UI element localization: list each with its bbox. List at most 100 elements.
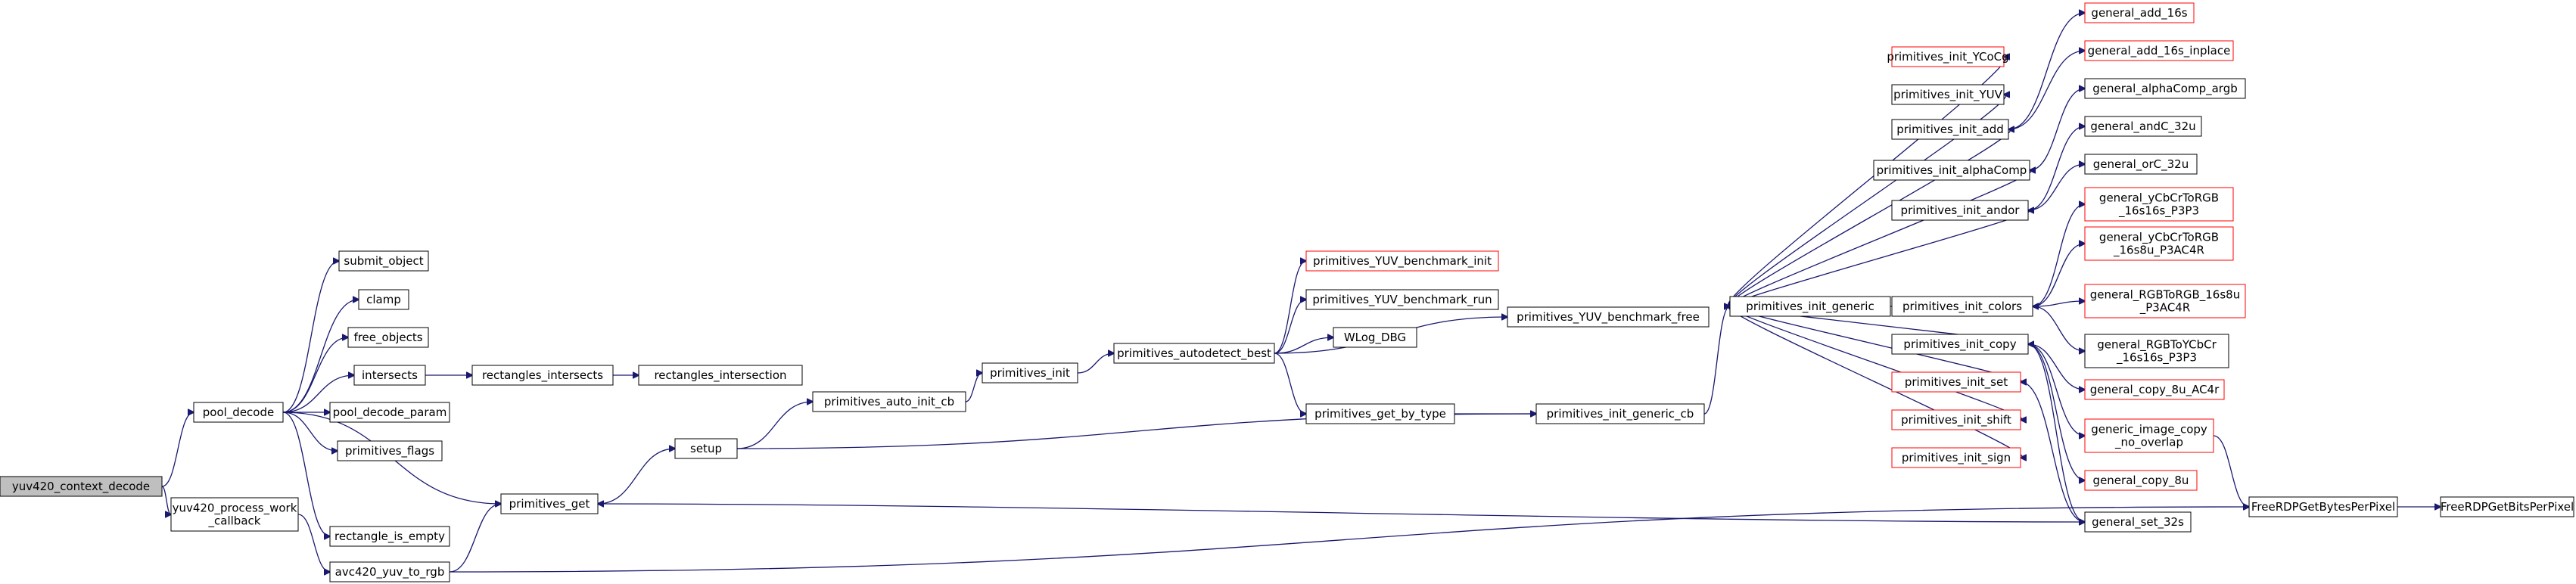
node-generic-image-copy-no-overlap-label: _no_overlap <box>2114 436 2183 450</box>
node-primitives-init-yuv[interactable]: primitives_init_YUV <box>1891 84 2005 105</box>
node-primitives-get-by-type[interactable]: primitives_get_by_type <box>1305 403 1455 424</box>
node-rectangles-intersection-box <box>638 365 803 386</box>
node-pool-decode[interactable]: pool_decode <box>193 402 284 423</box>
node-yuv420-context-decode-box <box>0 476 163 497</box>
node-freerdpgetbitsperpixel[interactable]: FreeRDPGetBitsPerPixel <box>2440 496 2574 517</box>
node-free-objects[interactable]: free_objects <box>347 327 429 348</box>
node-freerdpgetbytesperpixel-box <box>2248 496 2398 517</box>
edge-yuv420-process-work-callback-to-avc420-yuv-to-rgb <box>297 514 330 572</box>
node-general-rgbtoycbcr-16s16s-p3p3-label: _16s16s_P3P3 <box>2116 351 2197 365</box>
edge-primitives-autodetect-best-to-primitives-yuv-benchmark-run <box>1274 300 1306 354</box>
node-general-ycbcrtorgb-16s16s-p3p3-label: general_yCbCrToRGB <box>2099 191 2219 206</box>
edge-primitives-get-to-setup <box>597 449 675 505</box>
node-general-orc-32u[interactable]: general_orC_32u <box>2084 154 2198 175</box>
node-intersects-label: intersects <box>362 368 418 382</box>
node-wlog-dbg[interactable]: WLog_DBG <box>1333 327 1417 348</box>
node-primitives-init-copy[interactable]: primitives_init_copy <box>1891 334 2029 355</box>
node-primitives-auto-init-cb[interactable]: primitives_auto_init_cb <box>812 391 966 412</box>
node-general-copy-8u[interactable]: general_copy_8u <box>2084 470 2198 491</box>
node-rectangle-is-empty[interactable]: rectangle_is_empty <box>329 526 450 547</box>
node-general-alphacomp-argb[interactable]: general_alphaComp_argb <box>2084 78 2246 99</box>
node-primitives-init-yuv-box <box>1891 84 2005 105</box>
node-avc420-yuv-to-rgb-box <box>329 561 450 582</box>
node-rectangles-intersection[interactable]: rectangles_intersection <box>638 365 803 386</box>
node-primitives-init-alphacomp[interactable]: primitives_init_alphaComp <box>1873 160 2030 181</box>
node-general-copy-8u-ac4r[interactable]: general_copy_8u_AC4r <box>2084 379 2225 400</box>
node-primitives-flags-box <box>337 440 443 461</box>
edge-primitives-init-to-primitives-autodetect-best <box>1077 353 1114 374</box>
node-primitives-init-generic[interactable]: primitives_init_generic <box>1729 296 1891 317</box>
node-primitives-init-shift-box <box>1891 409 2021 430</box>
edge-setup-to-primitives-auto-init-cb <box>736 402 813 449</box>
node-primitives-flags[interactable]: primitives_flags <box>337 440 443 461</box>
node-general-orc-32u-label: general_orC_32u <box>2093 157 2189 172</box>
node-pool-decode-param[interactable]: pool_decode_param <box>329 402 450 423</box>
node-primitives-autodetect-best[interactable]: primitives_autodetect_best <box>1113 343 1275 364</box>
node-primitives-init-colors[interactable]: primitives_init_colors <box>1891 296 2033 317</box>
node-primitives-init-shift-label: primitives_init_shift <box>1901 413 2011 427</box>
node-general-copy-8u-box <box>2084 470 2198 491</box>
node-intersects[interactable]: intersects <box>353 365 426 386</box>
node-primitives-init-set-label: primitives_init_set <box>1905 375 2008 390</box>
node-general-copy-8u-ac4r-box <box>2084 379 2225 400</box>
edge-primitives-init-generic-to-primitives-init-yuv <box>1727 95 2005 307</box>
node-primitives-yuv-benchmark-run[interactable]: primitives_YUV_benchmark_run <box>1305 289 1499 310</box>
node-primitives-init-ycocg-label: primitives_init_YCoCg <box>1887 50 2008 64</box>
node-general-add-16s-inplace[interactable]: general_add_16s_inplace <box>2084 40 2234 61</box>
node-primitives-flags-label: primitives_flags <box>345 444 434 458</box>
node-primitives-get[interactable]: primitives_get <box>500 493 599 514</box>
node-freerdpgetbitsperpixel-label: FreeRDPGetBitsPerPixel <box>2441 500 2574 514</box>
node-primitives-init-box <box>982 362 1078 384</box>
node-submit-object[interactable]: submit_object <box>338 250 429 272</box>
node-general-rgbtorgb-16s8u-p3ac4r[interactable]: general_RGBToRGB_16s8u_P3AC4R <box>2084 284 2246 318</box>
node-primitives-init[interactable]: primitives_init <box>982 362 1078 384</box>
node-setup[interactable]: setup <box>674 438 738 459</box>
edge-general-set-32s-to-primitives-get <box>598 504 2086 523</box>
node-primitives-init-sign-box <box>1891 447 2021 468</box>
node-wlog-dbg-label: WLog_DBG <box>1344 331 1406 345</box>
node-rectangles-intersects[interactable]: rectangles_intersects <box>471 365 614 386</box>
node-general-ycbcrtorgb-16s8u-p3ac4r[interactable]: general_yCbCrToRGB_16s8u_P3AC4R <box>2084 226 2234 261</box>
edge-primitives-init-generic-to-primitives-init-ycocg <box>1727 57 2005 307</box>
node-setup-box <box>674 438 738 459</box>
node-primitives-init-colors-label: primitives_init_colors <box>1902 300 2022 314</box>
node-primitives-init-set[interactable]: primitives_init_set <box>1891 371 2021 393</box>
node-yuv420-context-decode[interactable]: yuv420_context_decode <box>0 476 163 497</box>
node-yuv420-process-work-callback[interactable]: yuv420_process_work_callback <box>170 497 299 532</box>
node-primitives-init-generic-box <box>1729 296 1891 317</box>
edge-primitives-init-colors-to-general-rgbtoycbcr-16s16s-p3p3 <box>2032 306 2085 351</box>
node-primitives-init-andor[interactable]: primitives_init_andor <box>1891 200 2029 221</box>
node-general-rgbtorgb-16s8u-p3ac4r-box <box>2084 284 2246 318</box>
node-primitives-init-ycocg[interactable]: primitives_init_YCoCg <box>1887 46 2009 67</box>
node-freerdpgetbitsperpixel-box <box>2440 496 2574 517</box>
edge-primitives-init-generic-to-primitives-init-andor <box>1727 210 2030 307</box>
node-clamp[interactable]: clamp <box>358 289 409 310</box>
node-primitives-yuv-benchmark-run-box <box>1305 289 1499 310</box>
node-general-add-16s-box <box>2084 2 2195 23</box>
node-primitives-init-sign[interactable]: primitives_init_sign <box>1891 447 2021 468</box>
node-general-andc-32u[interactable]: general_andC_32u <box>2084 116 2202 137</box>
node-general-set-32s[interactable]: general_set_32s <box>2084 511 2192 533</box>
node-general-rgbtoycbcr-16s16s-p3p3[interactable]: general_RGBToYCbCr_16s16s_P3P3 <box>2084 334 2229 368</box>
node-generic-image-copy-no-overlap-label: generic_image_copy <box>2091 423 2207 437</box>
node-primitives-init-add[interactable]: primitives_init_add <box>1891 119 2009 140</box>
node-primitives-yuv-benchmark-init[interactable]: primitives_YUV_benchmark_init <box>1305 250 1499 272</box>
node-general-andc-32u-box <box>2084 116 2202 137</box>
node-primitives-init-generic-cb[interactable]: primitives_init_generic_cb <box>1535 403 1705 424</box>
node-avc420-yuv-to-rgb[interactable]: avc420_yuv_to_rgb <box>329 561 450 582</box>
node-general-ycbcrtorgb-16s16s-p3p3[interactable]: general_yCbCrToRGB_16s16s_P3P3 <box>2084 187 2234 222</box>
node-primitives-get-box <box>500 493 599 514</box>
node-general-add-16s[interactable]: general_add_16s <box>2084 2 2195 23</box>
node-primitives-init-alphacomp-label: primitives_init_alphaComp <box>1877 163 2027 178</box>
edge-primitives-init-andor-to-general-andc-32u <box>2027 126 2085 211</box>
node-freerdpgetbytesperpixel[interactable]: FreeRDPGetBytesPerPixel <box>2248 496 2398 517</box>
node-primitives-get-label: primitives_get <box>509 497 590 511</box>
node-yuv420-context-decode-label: yuv420_context_decode <box>12 480 150 494</box>
node-general-alphacomp-argb-label: general_alphaComp_argb <box>2092 82 2238 96</box>
node-generic-image-copy-no-overlap[interactable]: generic_image_copy_no_overlap <box>2084 418 2214 453</box>
node-general-set-32s-box <box>2084 511 2192 533</box>
node-general-rgbtorgb-16s8u-p3ac4r-label: _P3AC4R <box>2139 301 2191 315</box>
node-primitives-yuv-benchmark-free[interactable]: primitives_YUV_benchmark_free <box>1507 306 1710 328</box>
node-primitives-init-shift[interactable]: primitives_init_shift <box>1891 409 2021 430</box>
node-primitives-init-alphacomp-box <box>1873 160 2030 181</box>
